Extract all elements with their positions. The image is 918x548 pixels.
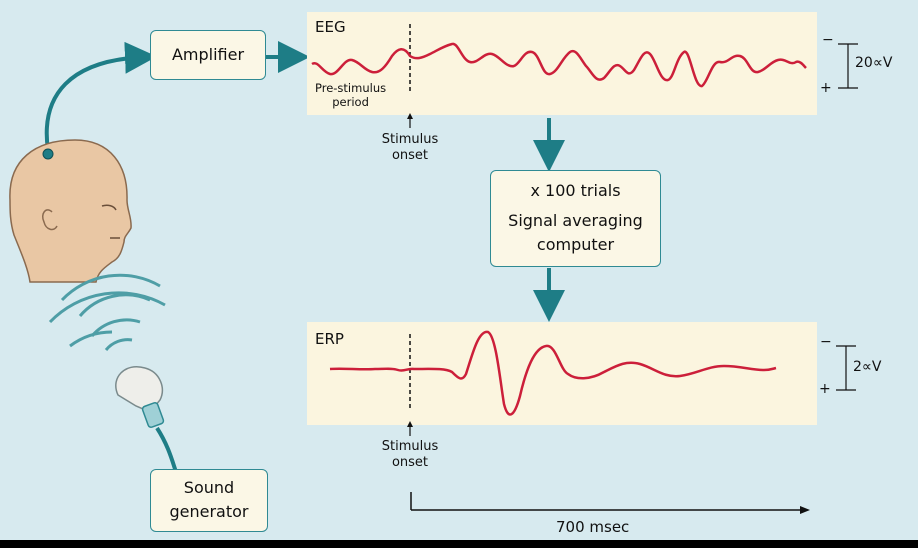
- eeg-stimulus-onset-label: Stimulus onset: [372, 132, 448, 164]
- bottom-letterbox: [0, 540, 918, 548]
- erp-panel: ERP: [307, 322, 817, 425]
- erp-trace: [329, 330, 777, 416]
- erp-scale-label: 2∝V: [853, 359, 882, 375]
- electrode-cable: [44, 41, 157, 151]
- electrode-icon: [42, 148, 54, 160]
- eeg-pre-stimulus-label: Pre-stimulus period: [315, 81, 386, 109]
- sound-wave-icon: [48, 273, 166, 352]
- erp-stimulus-line2: onset: [391, 455, 429, 470]
- erp-scale-bar: [836, 345, 856, 391]
- eeg-stimulus-line1: Stimulus: [381, 132, 439, 147]
- trials-label: x 100 trials: [530, 181, 621, 200]
- sound-label-line1: Sound: [183, 478, 235, 497]
- averaging-label-line1: Signal averaging: [508, 211, 643, 230]
- erp-stimulus-line1: Stimulus: [381, 439, 439, 454]
- time-axis: [410, 492, 810, 514]
- erp-scale-minus: −: [820, 334, 832, 350]
- erp-scale-plus: +: [819, 381, 831, 397]
- sound-generator-box: Sound generator: [150, 469, 268, 532]
- eeg-trace: [311, 42, 807, 88]
- head-profile-icon: [9, 139, 132, 283]
- eeg-scale-minus: −: [822, 32, 834, 48]
- eeg-title: EEG: [315, 18, 346, 36]
- speaker-icon: [115, 365, 178, 473]
- erp-title: ERP: [315, 330, 344, 348]
- eeg-pre-stimulus-line1: Pre-stimulus: [315, 81, 387, 95]
- erp-stimulus-onset-label: Stimulus onset: [372, 439, 448, 471]
- eeg-scale-plus: +: [820, 80, 832, 96]
- averaging-label-line2: computer: [536, 235, 615, 254]
- amplifier-box: Amplifier: [150, 30, 266, 80]
- signal-averaging-box: x 100 trials Signal averaging computer: [490, 170, 661, 267]
- eeg-pre-stimulus-line2: period: [332, 95, 369, 109]
- amplifier-label: Amplifier: [171, 45, 245, 64]
- eeg-stimulus-line2: onset: [391, 148, 429, 163]
- eeg-scale-label: 20∝V: [855, 55, 893, 71]
- eeg-scale-bar: [838, 43, 858, 89]
- sound-label-line2: generator: [169, 502, 249, 521]
- time-axis-label: 700 msec: [556, 518, 630, 536]
